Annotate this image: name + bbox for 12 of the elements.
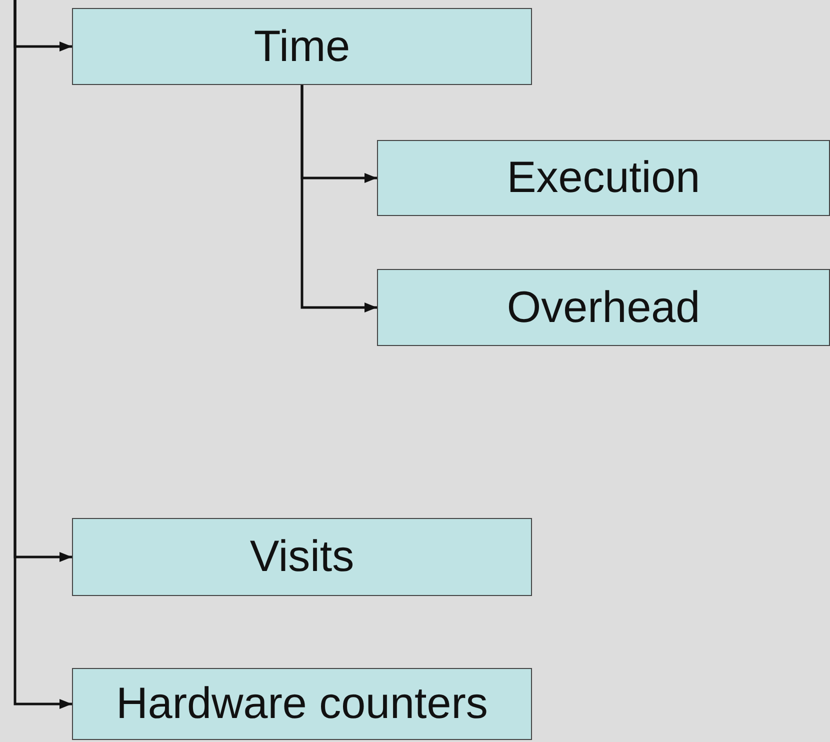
category-box — [377, 269, 830, 346]
category-box — [72, 518, 532, 596]
box-label: Execution — [506, 153, 700, 203]
category-box — [377, 140, 830, 216]
arrow — [14, 0, 72, 709]
box-label: Hardware counters — [116, 679, 488, 729]
box-label: Visits — [250, 532, 354, 582]
category-box — [72, 8, 532, 85]
category-box — [72, 668, 532, 740]
arrow — [300, 85, 377, 312]
box-label: Overhead — [506, 282, 700, 332]
box-label: Time — [254, 22, 350, 72]
